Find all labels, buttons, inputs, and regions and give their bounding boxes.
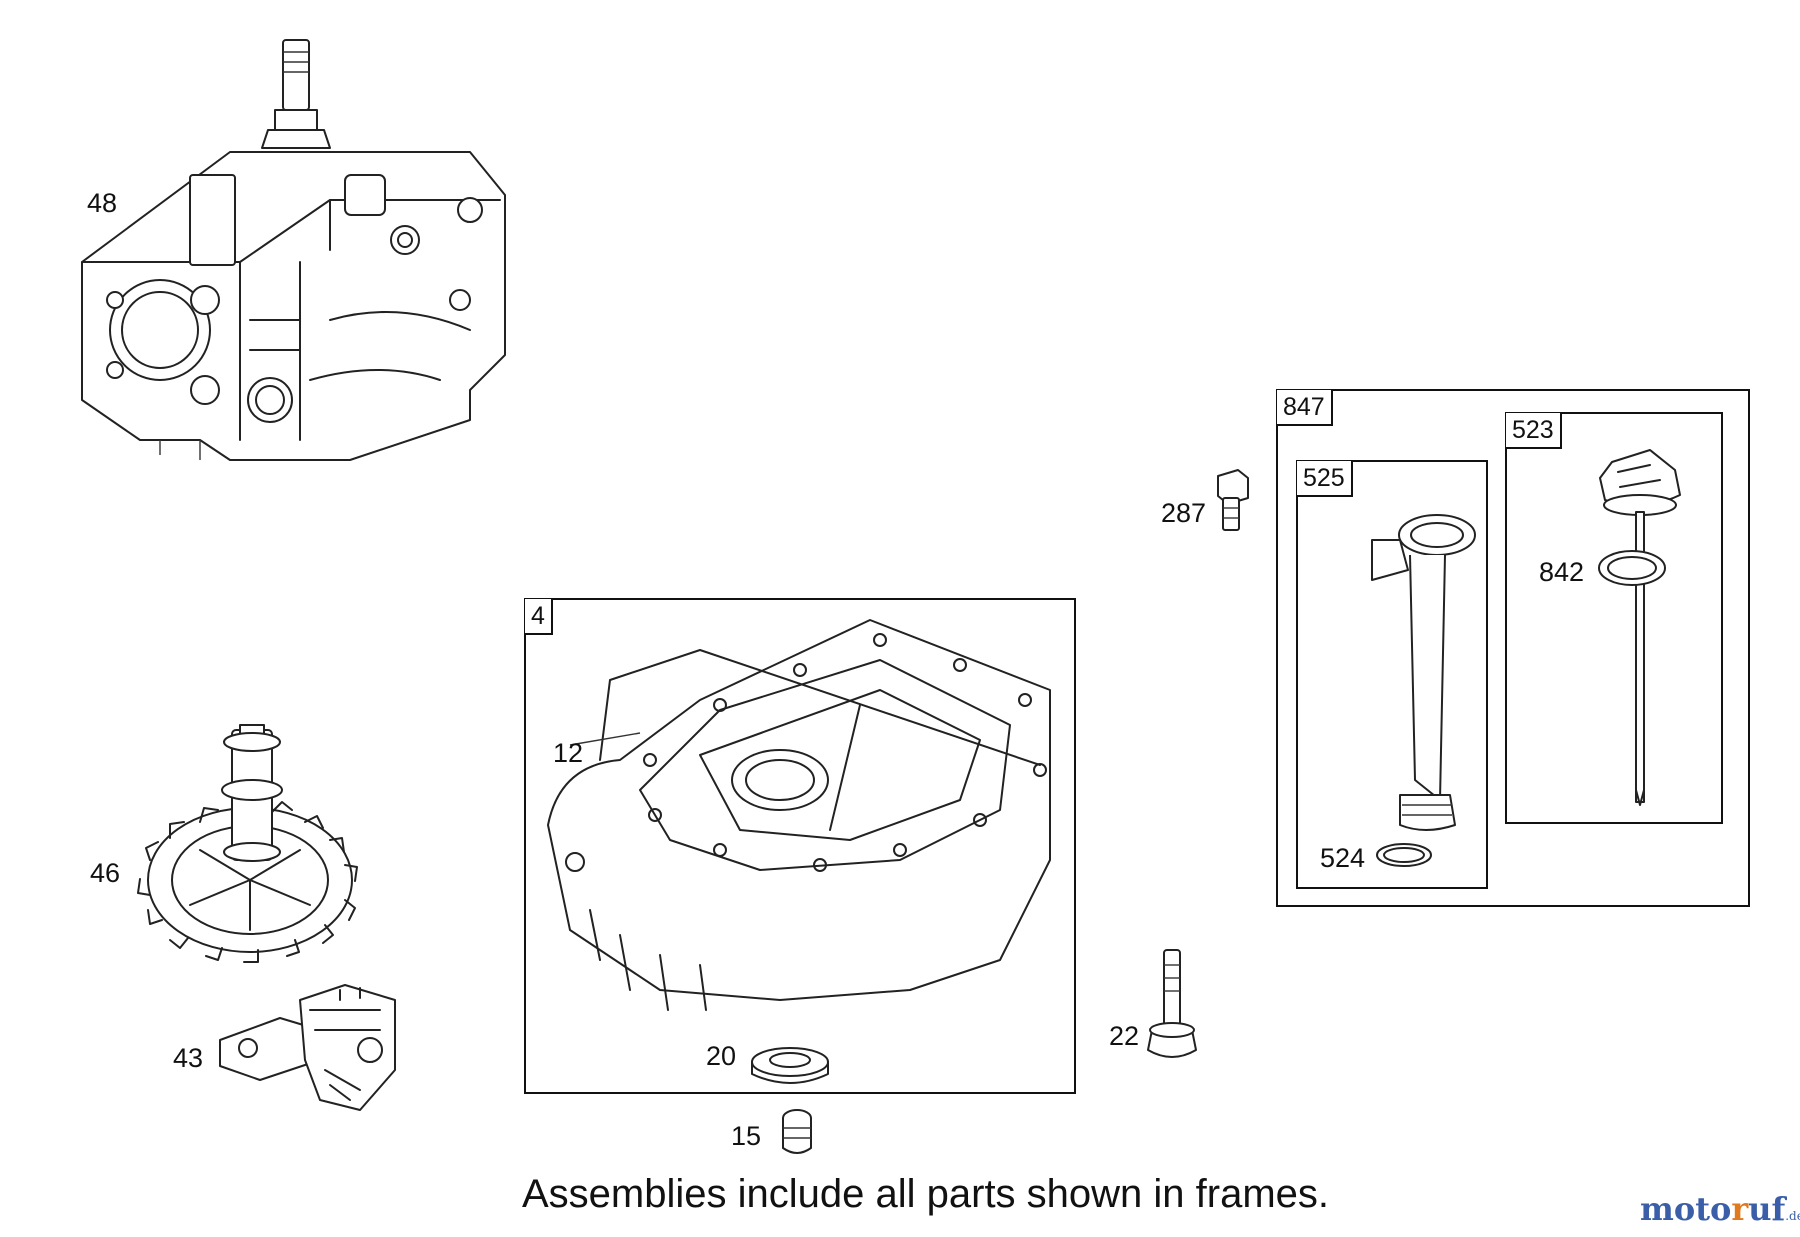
oil-fill-tube-drawing bbox=[1371, 514, 1476, 831]
frame-847-tag: 847 bbox=[1277, 390, 1333, 426]
part-label-43: 43 bbox=[173, 1043, 204, 1073]
frame-525-tag: 525 bbox=[1297, 461, 1353, 497]
diagram-caption: Assemblies include all parts shown in fr… bbox=[522, 1172, 1330, 1216]
part-label-287: 287 bbox=[1161, 498, 1207, 528]
camshaft-gear-drawing bbox=[137, 724, 358, 963]
part-label-46: 46 bbox=[90, 858, 121, 888]
part-label-20: 20 bbox=[706, 1041, 737, 1071]
small-bolt-drawing bbox=[1217, 469, 1249, 531]
drain-plug-drawing bbox=[782, 1109, 812, 1154]
crankcase-cover-drawing bbox=[547, 619, 1051, 1011]
part-label-12: 12 bbox=[553, 738, 584, 768]
frame-4: 4 bbox=[524, 598, 1076, 1094]
bolt-drawing bbox=[1147, 949, 1197, 1058]
frame-4-tag: 4 bbox=[525, 599, 553, 635]
frame-847: 847 bbox=[1276, 389, 1750, 907]
engine-block-drawing bbox=[81, 39, 506, 461]
part-label-524: 524 bbox=[1320, 843, 1366, 873]
part-label-842: 842 bbox=[1539, 557, 1585, 587]
watermark-logo: motoruf.de bbox=[1640, 1190, 1800, 1228]
part-label-22: 22 bbox=[1109, 1021, 1140, 1051]
watermark-main: motoruf bbox=[1640, 1190, 1786, 1228]
oil-seal-drawing bbox=[751, 1047, 829, 1084]
watermark-suffix: .de bbox=[1785, 1209, 1800, 1223]
part-label-15: 15 bbox=[731, 1121, 762, 1151]
frame-523: 523 bbox=[1505, 412, 1723, 824]
governor-bracket-drawing bbox=[219, 984, 396, 1111]
part-label-48: 48 bbox=[87, 188, 118, 218]
frame-525: 525 bbox=[1296, 460, 1488, 889]
dipstick-drawing bbox=[1599, 449, 1681, 806]
frame-523-tag: 523 bbox=[1506, 413, 1562, 449]
